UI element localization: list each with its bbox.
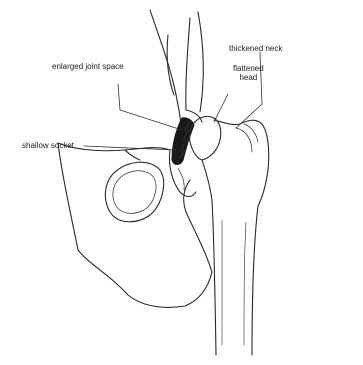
label-flattened-line2: head [233,73,264,82]
leader-flattened-head [214,94,228,122]
label-thickened-neck: thickened neck [229,44,282,53]
femoral-shaft [212,200,258,355]
label-flattened-line1: flattened [233,64,264,73]
femoral-neck [202,120,269,206]
obturator-foramen-inner [113,171,156,214]
label-flattened-head: flattened head [233,64,264,82]
label-enlarged-joint-space: enlarged joint space [52,62,124,71]
label-shallow-socket: shallow socket [22,141,74,150]
femoral-head [190,116,221,160]
ilium-outline [150,10,203,140]
joint-space-shading [172,118,194,165]
pelvis-outline [58,143,212,307]
